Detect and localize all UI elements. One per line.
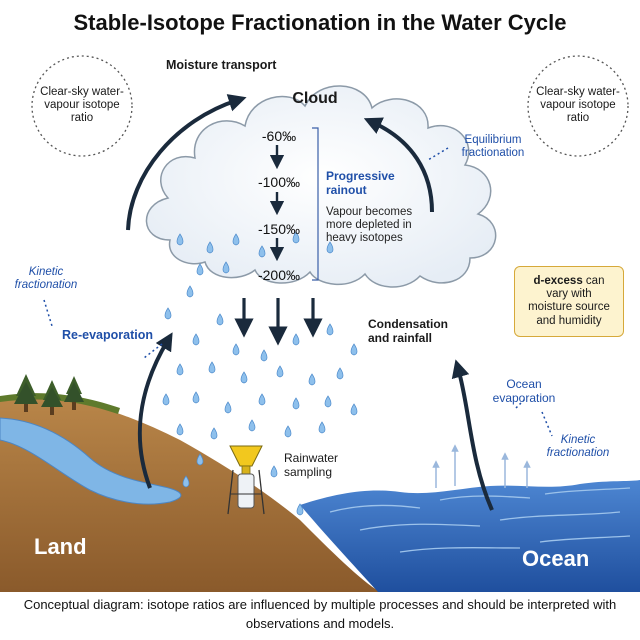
raindrop [192, 333, 200, 346]
tree-icon [64, 376, 84, 410]
raindrop [324, 395, 332, 408]
raindrop [192, 391, 200, 404]
raindrop [258, 245, 266, 258]
equilibrium-label: Equilibrium fractionation [461, 134, 525, 160]
raindrop [162, 393, 170, 406]
raindrop [326, 241, 334, 254]
kinetic-left-label: Kinetic fractionation [14, 266, 78, 292]
raindrop [232, 233, 240, 246]
raindrop [292, 231, 300, 244]
raindrop [176, 233, 184, 246]
tree-icon [41, 380, 63, 415]
left-bubble-text: Clear-sky water-vapour isotope ratio [40, 86, 124, 125]
raindrop [164, 307, 172, 320]
raindrops [162, 231, 358, 516]
raindrop [326, 323, 334, 336]
re-evaporation-label: Re-evaporation [62, 328, 153, 342]
land-label: Land [34, 534, 87, 559]
raindrop [222, 261, 230, 274]
raindrop [224, 401, 232, 414]
raindrop [208, 361, 216, 374]
raindrop [336, 367, 344, 380]
raindrop [196, 263, 204, 276]
raindrop [292, 397, 300, 410]
cloud-shape [145, 85, 497, 288]
re-evaporation-arrow [137, 332, 173, 489]
d-excess-text: can vary with moisture source and humidi… [528, 275, 610, 327]
kinetic-right-leader [541, 411, 553, 437]
ocean-evaporation-label: Ocean evaporation [492, 377, 556, 405]
raindrop [182, 475, 190, 488]
raindrop [318, 421, 326, 434]
re-evaporation-leader [143, 343, 163, 359]
d-excess-note: d-excess can vary with moisture source a… [514, 266, 624, 337]
raindrop [350, 403, 358, 416]
raindrop [232, 343, 240, 356]
tree-icon [14, 374, 38, 412]
river [0, 417, 182, 505]
delta-value: -150‰ [257, 221, 301, 237]
caption: Conceptual diagram: isotope ratios are i… [23, 597, 617, 631]
raindrop [296, 503, 304, 516]
ocean-label: Ocean [522, 546, 590, 571]
d-excess-term: d-excess [533, 275, 583, 287]
equilibrium-arrow [363, 117, 434, 213]
evaporation-steam-arrows [432, 444, 531, 488]
rain-sampler-icon [227, 445, 265, 515]
raindrop [270, 465, 278, 478]
kinetic-right-label: Kinetic fractionation [546, 434, 610, 460]
moisture-transport-label: Moisture transport [166, 58, 277, 72]
raindrop [248, 419, 256, 432]
raindrop [176, 423, 184, 436]
delta-value: -200‰ [257, 267, 301, 283]
raindrop [206, 241, 214, 254]
moisture-transport-arrow [126, 94, 247, 231]
delta-value: -100‰ [257, 174, 301, 190]
raindrop [284, 425, 292, 438]
condensation-label: Condensation and rainfall [368, 317, 448, 345]
raindrop [276, 365, 284, 378]
left-bubble-outline [31, 55, 133, 157]
rainout-bracket [312, 127, 319, 281]
ocean-evaporation-arrow [451, 359, 494, 511]
raindrop [176, 363, 184, 376]
ocean-water [300, 480, 640, 592]
raindrop [292, 333, 300, 346]
page-title: Stable-Isotope Fractionation in the Wate… [73, 10, 567, 35]
right-bubble-outline [527, 55, 629, 157]
raindrop [196, 453, 204, 466]
rainout-title: Progressive rainout [326, 169, 395, 197]
raindrop [308, 373, 316, 386]
raindrop [210, 427, 218, 440]
delta-value: -60‰ [261, 128, 297, 144]
raindrop [350, 343, 358, 356]
right-bubble-text: Clear-sky water-vapour isotope ratio [536, 86, 620, 125]
raindrop [258, 393, 266, 406]
raindrop [260, 349, 268, 362]
cloud-label: Cloud [292, 90, 338, 107]
raindrop [186, 285, 194, 298]
raindrop [240, 371, 248, 384]
equilibrium-leader [427, 147, 449, 161]
rainwater-sampling-label: Rainwater sampling [284, 451, 339, 479]
land-terrain [0, 396, 380, 592]
raindrop [216, 313, 224, 326]
ocean-evap-leader [515, 397, 527, 409]
rainout-text: Vapour becomes more depleted in heavy is… [326, 206, 413, 245]
kinetic-left-leader [43, 299, 53, 327]
